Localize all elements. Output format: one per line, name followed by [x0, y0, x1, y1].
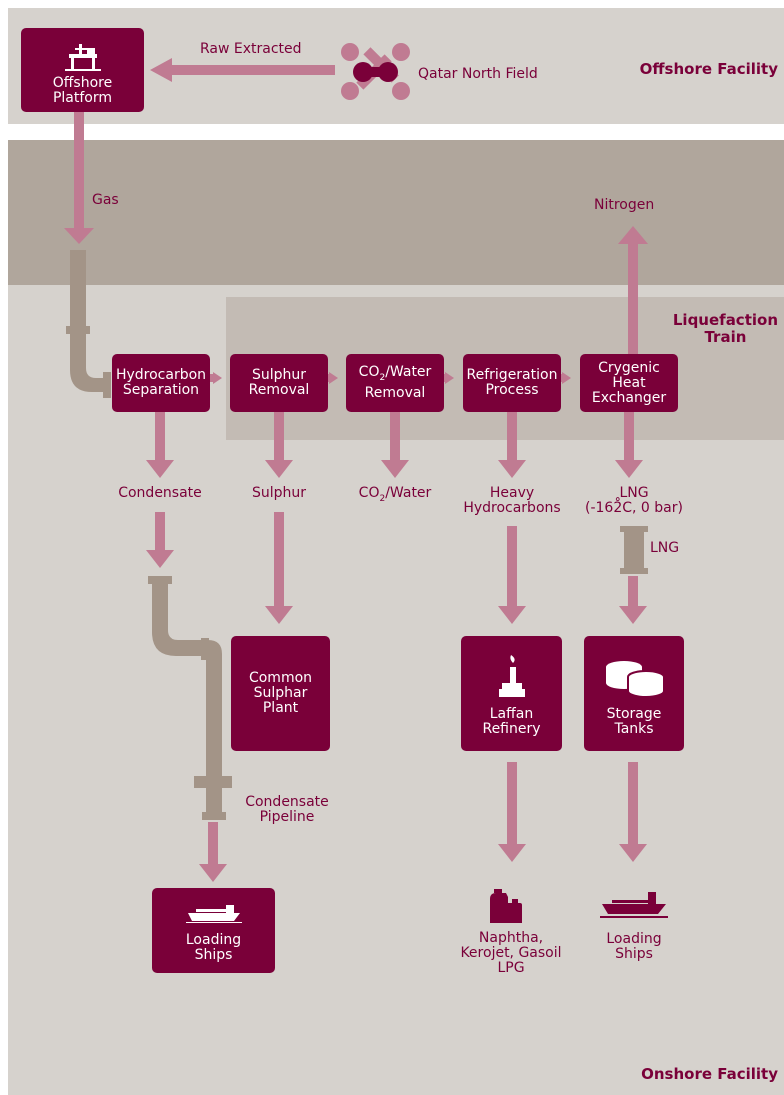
offshore-facility-label: Offshore Facility: [639, 60, 778, 78]
sulphur-label: Sulphur: [251, 485, 307, 501]
onshore-facility-label: Onshore Facility: [641, 1065, 778, 1083]
offshore-platform-box: Offshore Platform: [21, 28, 144, 112]
nitrogen-label: Nitrogen: [594, 197, 655, 213]
cryogenic-heat-exchanger-box: Crygenic Heat Exchanger: [580, 354, 678, 412]
ship-icon: [185, 905, 242, 923]
storage-tanks-icon: [606, 661, 665, 698]
sulphur-removal-box: Sulphur Removal: [230, 354, 328, 412]
laffan-refinery-box: Laffan Refinery: [461, 636, 562, 751]
ship-icon-right: [600, 892, 668, 918]
loading-ships-right-label: Loading Ships: [606, 931, 662, 962]
lng-label: LNG (-162̊C, 0 bar): [585, 485, 683, 516]
liquefaction-train-label: Liquefaction Train: [672, 311, 778, 346]
raw-extracted-label: Raw Extracted: [200, 41, 302, 57]
condensate-label: Condensate: [118, 485, 202, 501]
loading-ships-label: Loading Ships: [185, 932, 242, 963]
oil-platform-icon: [64, 44, 101, 71]
heavy-hydrocarbons-label: Heavy Hydrocarbons: [463, 485, 561, 516]
co2-water-label: CO2/Water: [358, 485, 432, 504]
co2-water-removal-box: CO2/Water Removal: [346, 354, 444, 412]
gas-band: [8, 140, 784, 285]
qatar-north-field-label: Qatar North Field: [418, 66, 538, 82]
refinery-icon: [498, 655, 525, 697]
lng-pipe-label: LNG: [650, 540, 680, 556]
hydrocarbon-separation-box: Hydrocarbon Separation: [112, 354, 210, 412]
condensate-pipeline-label: Condensate Pipeline: [245, 794, 329, 825]
storage-tanks-box: Storage Tanks: [584, 636, 684, 751]
refinery-products-label: Naphtha, Kerojet, Gasoil LPG: [460, 930, 562, 976]
storage-tanks-label: Storage Tanks: [606, 706, 662, 737]
gas-label: Gas: [92, 192, 119, 208]
offshore-platform-label: Offshore Platform: [52, 75, 113, 106]
refrigeration-process-box: Refrigeration Process: [463, 354, 561, 412]
common-sulphar-plant-box: Common Sulphar Plant: [231, 636, 330, 751]
fuel-canisters-icon: [490, 889, 522, 923]
loading-ships-box: Loading Ships: [152, 888, 275, 973]
laffan-refinery-label: Laffan Refinery: [482, 706, 541, 737]
